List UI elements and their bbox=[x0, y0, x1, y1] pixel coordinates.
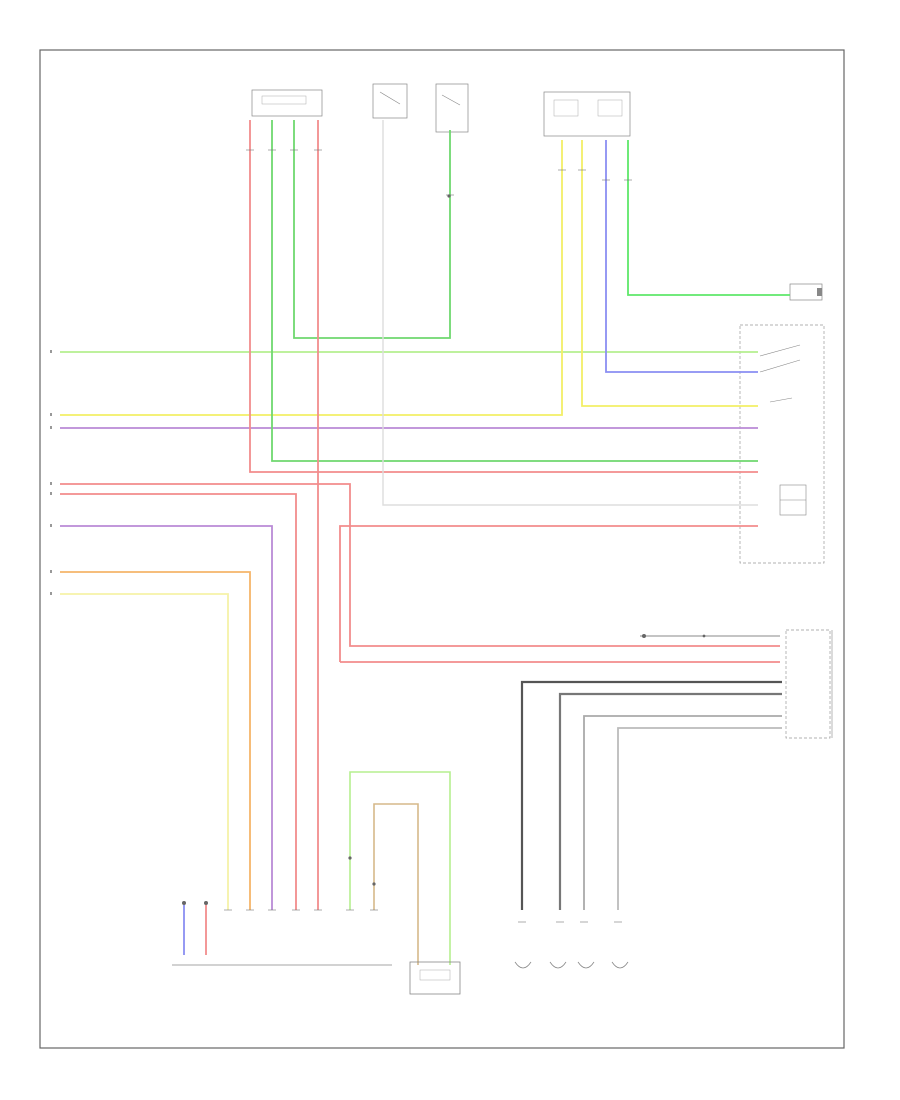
wire-green-relay bbox=[271, 120, 758, 462]
diagram-frame bbox=[39, 49, 845, 1049]
wire-gray-2 bbox=[617, 727, 782, 910]
wire-green-loop bbox=[293, 120, 451, 339]
wire-orange bbox=[60, 571, 251, 910]
wire-red-mid-2 bbox=[60, 493, 297, 910]
splice-dots bbox=[182, 194, 706, 905]
wire-white-switch bbox=[382, 120, 758, 506]
top-left-module bbox=[251, 89, 323, 117]
connector-markers bbox=[224, 149, 632, 923]
wire-gray-1 bbox=[583, 715, 782, 910]
wire-tan-loop bbox=[373, 803, 419, 965]
wire-red-mid-3 bbox=[339, 525, 780, 663]
wire-violet-bottom bbox=[60, 525, 273, 910]
wire-mid-module-top bbox=[640, 634, 780, 638]
right-relay-box bbox=[739, 324, 825, 564]
top-right-module bbox=[543, 91, 631, 137]
right-mid-module bbox=[785, 629, 833, 739]
wire-blue bbox=[605, 140, 758, 373]
top-switch-1 bbox=[372, 83, 408, 119]
right-sensor-connector bbox=[789, 283, 823, 301]
left-pin-markers bbox=[50, 350, 52, 595]
bottom-sensor-left bbox=[514, 961, 567, 969]
wire-paleyellow bbox=[60, 593, 229, 910]
wire-red-relay bbox=[249, 120, 758, 473]
wire-yellow-2 bbox=[581, 140, 758, 407]
bottom-small-module bbox=[409, 961, 461, 995]
wire-lime bbox=[627, 140, 790, 296]
wire-dark-1 bbox=[520, 680, 782, 910]
bottom-sensor-right bbox=[577, 961, 629, 969]
wire-red-mid-1 bbox=[60, 483, 780, 647]
wire-lightgreen-loop bbox=[349, 771, 451, 965]
wire-dark-2 bbox=[558, 692, 782, 910]
wire-yellow-1 bbox=[60, 140, 563, 416]
top-switch-2 bbox=[435, 83, 469, 133]
